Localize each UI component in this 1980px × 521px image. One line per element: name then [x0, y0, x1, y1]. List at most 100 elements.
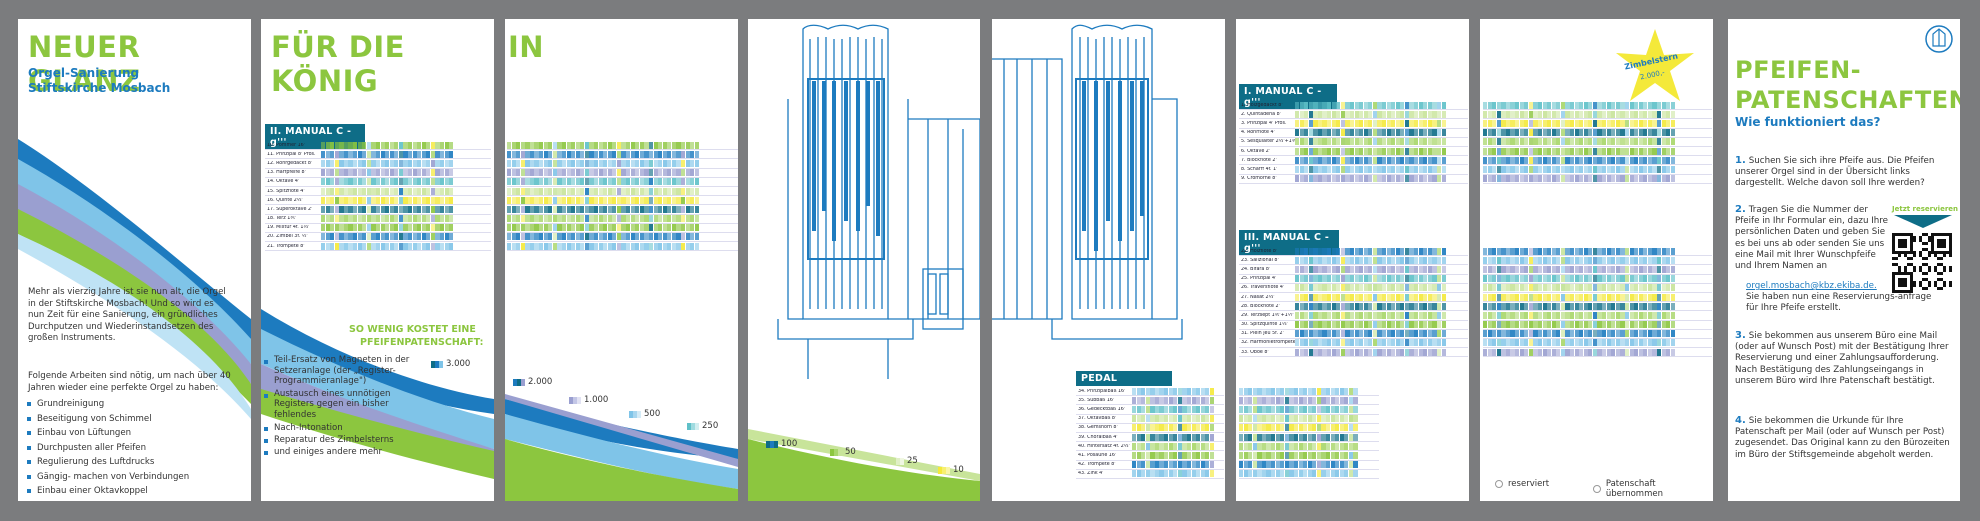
pipe-cell[interactable] [1441, 110, 1446, 118]
pipe-cell[interactable] [1629, 275, 1634, 283]
pipe-cell[interactable] [1261, 387, 1267, 395]
pipe-cell[interactable] [598, 159, 603, 167]
pipe-cell[interactable] [1331, 311, 1336, 319]
pipe-cell[interactable] [1643, 101, 1648, 109]
pipe-cell[interactable] [362, 150, 367, 158]
pipe-cell[interactable] [1556, 256, 1561, 264]
pipe-cell[interactable] [417, 178, 422, 186]
pipe-cell[interactable] [1537, 321, 1543, 329]
pipe-cell[interactable] [552, 159, 557, 167]
pipe-cell[interactable] [417, 224, 422, 232]
pipe-cell[interactable] [1299, 321, 1304, 329]
pipe-cell[interactable] [1597, 119, 1602, 127]
pipe-cell[interactable] [543, 141, 548, 149]
pipe-cell[interactable] [1483, 101, 1488, 109]
pipe-cell[interactable] [1299, 311, 1304, 319]
pipe-cell[interactable] [1404, 284, 1410, 292]
pipe-cell[interactable] [1327, 247, 1332, 255]
pipe-cell[interactable] [667, 242, 672, 250]
pipe-cell[interactable] [1565, 275, 1570, 283]
pipe-cell[interactable] [366, 169, 371, 177]
pipe-cell[interactable] [566, 205, 571, 213]
pipe-cell[interactable] [1638, 275, 1643, 283]
pipe-cell[interactable] [1501, 119, 1506, 127]
pipe-cell[interactable] [1611, 311, 1616, 319]
pipe-cell[interactable] [1537, 119, 1543, 127]
pipe-cell[interactable] [1643, 311, 1648, 319]
pipe-cell[interactable] [1336, 265, 1341, 273]
pipe-cell[interactable] [626, 141, 631, 149]
pipe-cell[interactable] [1363, 321, 1368, 329]
pipe-cell[interactable] [1299, 275, 1304, 283]
pipe-cell[interactable] [1304, 165, 1309, 173]
pipe-cell[interactable] [1293, 415, 1299, 423]
pipe-cell[interactable] [1634, 156, 1639, 164]
pipe-cell[interactable] [1624, 330, 1630, 338]
pipe-cell[interactable] [1441, 247, 1446, 255]
pipe-cell[interactable] [1391, 110, 1396, 118]
pipe-cell[interactable] [1652, 302, 1657, 310]
pipe-cell[interactable] [1168, 442, 1173, 450]
pipe-cell[interactable] [1261, 424, 1267, 432]
pipe-cell[interactable] [1551, 293, 1556, 301]
pipe-cell[interactable] [1191, 451, 1196, 459]
pipe-cell[interactable] [557, 224, 562, 232]
pipe-cell[interactable] [1483, 284, 1488, 292]
pipe-cell[interactable] [430, 196, 436, 204]
pipe-cell[interactable] [1592, 275, 1598, 283]
pipe-cell[interactable] [426, 205, 431, 213]
pipe-cell[interactable] [607, 169, 612, 177]
pipe-cell[interactable] [557, 242, 562, 250]
pipe-cell[interactable] [1307, 396, 1312, 404]
pipe-cell[interactable] [348, 242, 353, 250]
pipe-cell[interactable] [1239, 433, 1244, 441]
pipe-cell[interactable] [1368, 175, 1373, 183]
pipe-cell[interactable] [1441, 330, 1446, 338]
pipe-cell[interactable] [1409, 119, 1414, 127]
pipe-cell[interactable] [1496, 101, 1501, 109]
pipe-cell[interactable] [1145, 461, 1150, 469]
pipe-cell[interactable] [1560, 101, 1566, 109]
pipe-cell[interactable] [1652, 247, 1657, 255]
pipe-cell[interactable] [580, 169, 585, 177]
pipe-cell[interactable] [1579, 138, 1584, 146]
pipe-cell[interactable] [1325, 442, 1331, 450]
pipe-cell[interactable] [1164, 387, 1169, 395]
pipe-cell[interactable] [1592, 256, 1598, 264]
pipe-cell[interactable] [1487, 256, 1492, 264]
pipe-cell[interactable] [1414, 247, 1419, 255]
pipe-cell[interactable] [1168, 424, 1173, 432]
pipe-cell[interactable] [520, 215, 525, 223]
pipe-cell[interactable] [1317, 156, 1323, 164]
pipe-cell[interactable] [1141, 461, 1146, 469]
pipe-cell[interactable] [1330, 442, 1335, 450]
pipe-cell[interactable] [1615, 165, 1620, 173]
pipe-cell[interactable] [658, 159, 663, 167]
pipe-cell[interactable] [1295, 311, 1300, 319]
pipe-cell[interactable] [571, 187, 576, 195]
pipe-cell[interactable] [1191, 433, 1196, 441]
pipe-cell[interactable] [1304, 129, 1309, 137]
pipe-cell[interactable] [648, 187, 654, 195]
pipe-cell[interactable] [520, 205, 525, 213]
pipe-cell[interactable] [1556, 175, 1561, 183]
pipe-cell[interactable] [616, 242, 622, 250]
pipe-cell[interactable] [1313, 275, 1318, 283]
pipe-cell[interactable] [1670, 302, 1675, 310]
pipe-cell[interactable] [1556, 265, 1561, 273]
pipe-cell[interactable] [1395, 175, 1400, 183]
pipe-cell[interactable] [1620, 302, 1625, 310]
pipe-cell[interactable] [1331, 339, 1336, 347]
pipe-cell[interactable] [334, 233, 339, 241]
pipe-cell[interactable] [366, 159, 371, 167]
pipe-cell[interactable] [525, 141, 530, 149]
pipe-cell[interactable] [1299, 348, 1304, 356]
pipe-cell[interactable] [1656, 293, 1662, 301]
pipe-cell[interactable] [1321, 461, 1326, 469]
pipe-cell[interactable] [1418, 138, 1423, 146]
pipe-cell[interactable] [1363, 110, 1368, 118]
pipe-cell[interactable] [1345, 101, 1350, 109]
pipe-cell[interactable] [1243, 405, 1248, 413]
pipe-cell[interactable] [1317, 348, 1323, 356]
pipe-cell[interactable] [1345, 348, 1350, 356]
